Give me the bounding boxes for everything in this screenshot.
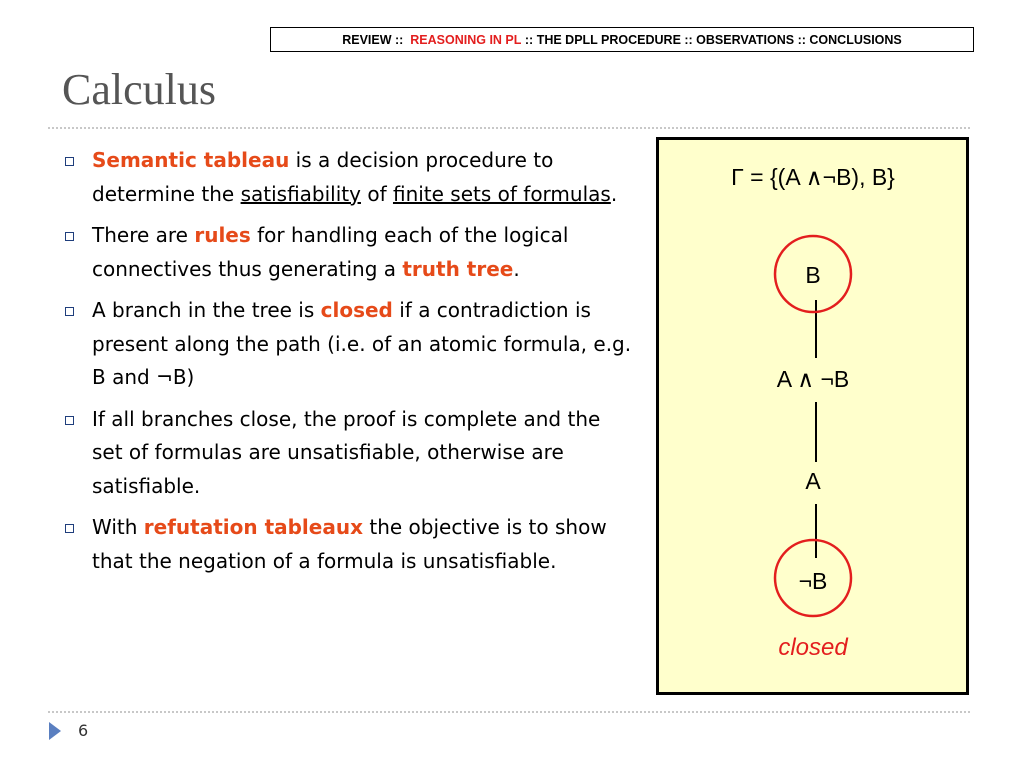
bullet-text: of <box>360 181 393 206</box>
bullet-underlined: finite sets of formulas <box>392 181 611 206</box>
negation-symbol: ¬ <box>156 365 173 389</box>
closed-label: closed <box>778 634 848 661</box>
square-bullet-icon <box>65 415 74 425</box>
bullet-emphasis: truth tree <box>402 256 514 281</box>
bullet-text: A branch in the tree is <box>92 298 321 322</box>
triangle-right-icon <box>49 722 61 740</box>
bullet-text: if a contradiction is present along the … <box>92 298 632 389</box>
closed-circle-not-b <box>773 538 853 618</box>
gamma-set: Γ = {(A ∧¬B), B} <box>731 164 895 190</box>
page-number: 6 <box>78 721 89 740</box>
bullet-text: B) <box>172 365 195 389</box>
bullet-emphasis: refutation tableaux <box>143 515 363 539</box>
section-navigation: REVIEW :: REASONING IN PL :: THE DPLL PR… <box>270 27 974 52</box>
bottom-divider <box>48 711 970 713</box>
bullet-text: If all branches close, the proof is comp… <box>92 406 601 498</box>
bullet-item: With refutation tableaux the objective i… <box>62 511 634 578</box>
nav-reasoning-in-pl: REASONING IN PL <box>410 32 522 47</box>
bullet-item: If all branches close, the proof is comp… <box>62 403 634 504</box>
bullet-emphasis: Semantic tableau <box>92 148 290 172</box>
tableau-graphics <box>773 234 853 618</box>
bullet-text: for handling each of the logical connect… <box>92 223 569 281</box>
bullet-emphasis: rules <box>194 223 251 247</box>
bullet-text: With <box>92 515 144 539</box>
square-bullet-icon <box>65 524 74 533</box>
tree-node-b: B <box>805 262 821 288</box>
bullet-text: the objective is to show that the negati… <box>92 515 607 573</box>
bullet-text: . <box>513 256 520 281</box>
square-bullet-icon <box>65 157 74 166</box>
tree-node-not-b: ¬B <box>798 568 828 594</box>
closed-circle-b <box>773 234 853 314</box>
square-bullet-icon <box>65 307 74 316</box>
square-bullet-icon <box>65 232 74 241</box>
bullet-list: Semantic tableau is a decision procedure… <box>62 144 634 586</box>
nav-review: REVIEW :: <box>342 32 404 47</box>
bullet-underlined: satisfiability <box>240 181 361 206</box>
bullet-item: There are rules for handling each of the… <box>62 219 634 286</box>
bullet-emphasis: closed <box>320 298 393 322</box>
bullet-item: Semantic tableau is a decision procedure… <box>62 144 634 211</box>
bullet-text: . <box>610 181 618 206</box>
slide-title: Calculus <box>62 65 216 114</box>
tree-node-a-and-not-b: A ∧ ¬B <box>776 366 850 392</box>
tree-node-a: A <box>805 468 821 494</box>
top-divider <box>48 127 970 129</box>
nav-rest: :: THE DPLL PROCEDURE :: OBSERVATIONS ::… <box>524 32 902 47</box>
bullet-text: is a decision procedure to determine the <box>92 148 554 206</box>
bullet-text: There are <box>92 223 195 247</box>
bullet-item: A branch in the tree is closed if a cont… <box>62 294 634 395</box>
tableau-diagram: Γ = {(A ∧¬B), B} B A ∧ ¬B A ¬B closed <box>656 137 969 695</box>
